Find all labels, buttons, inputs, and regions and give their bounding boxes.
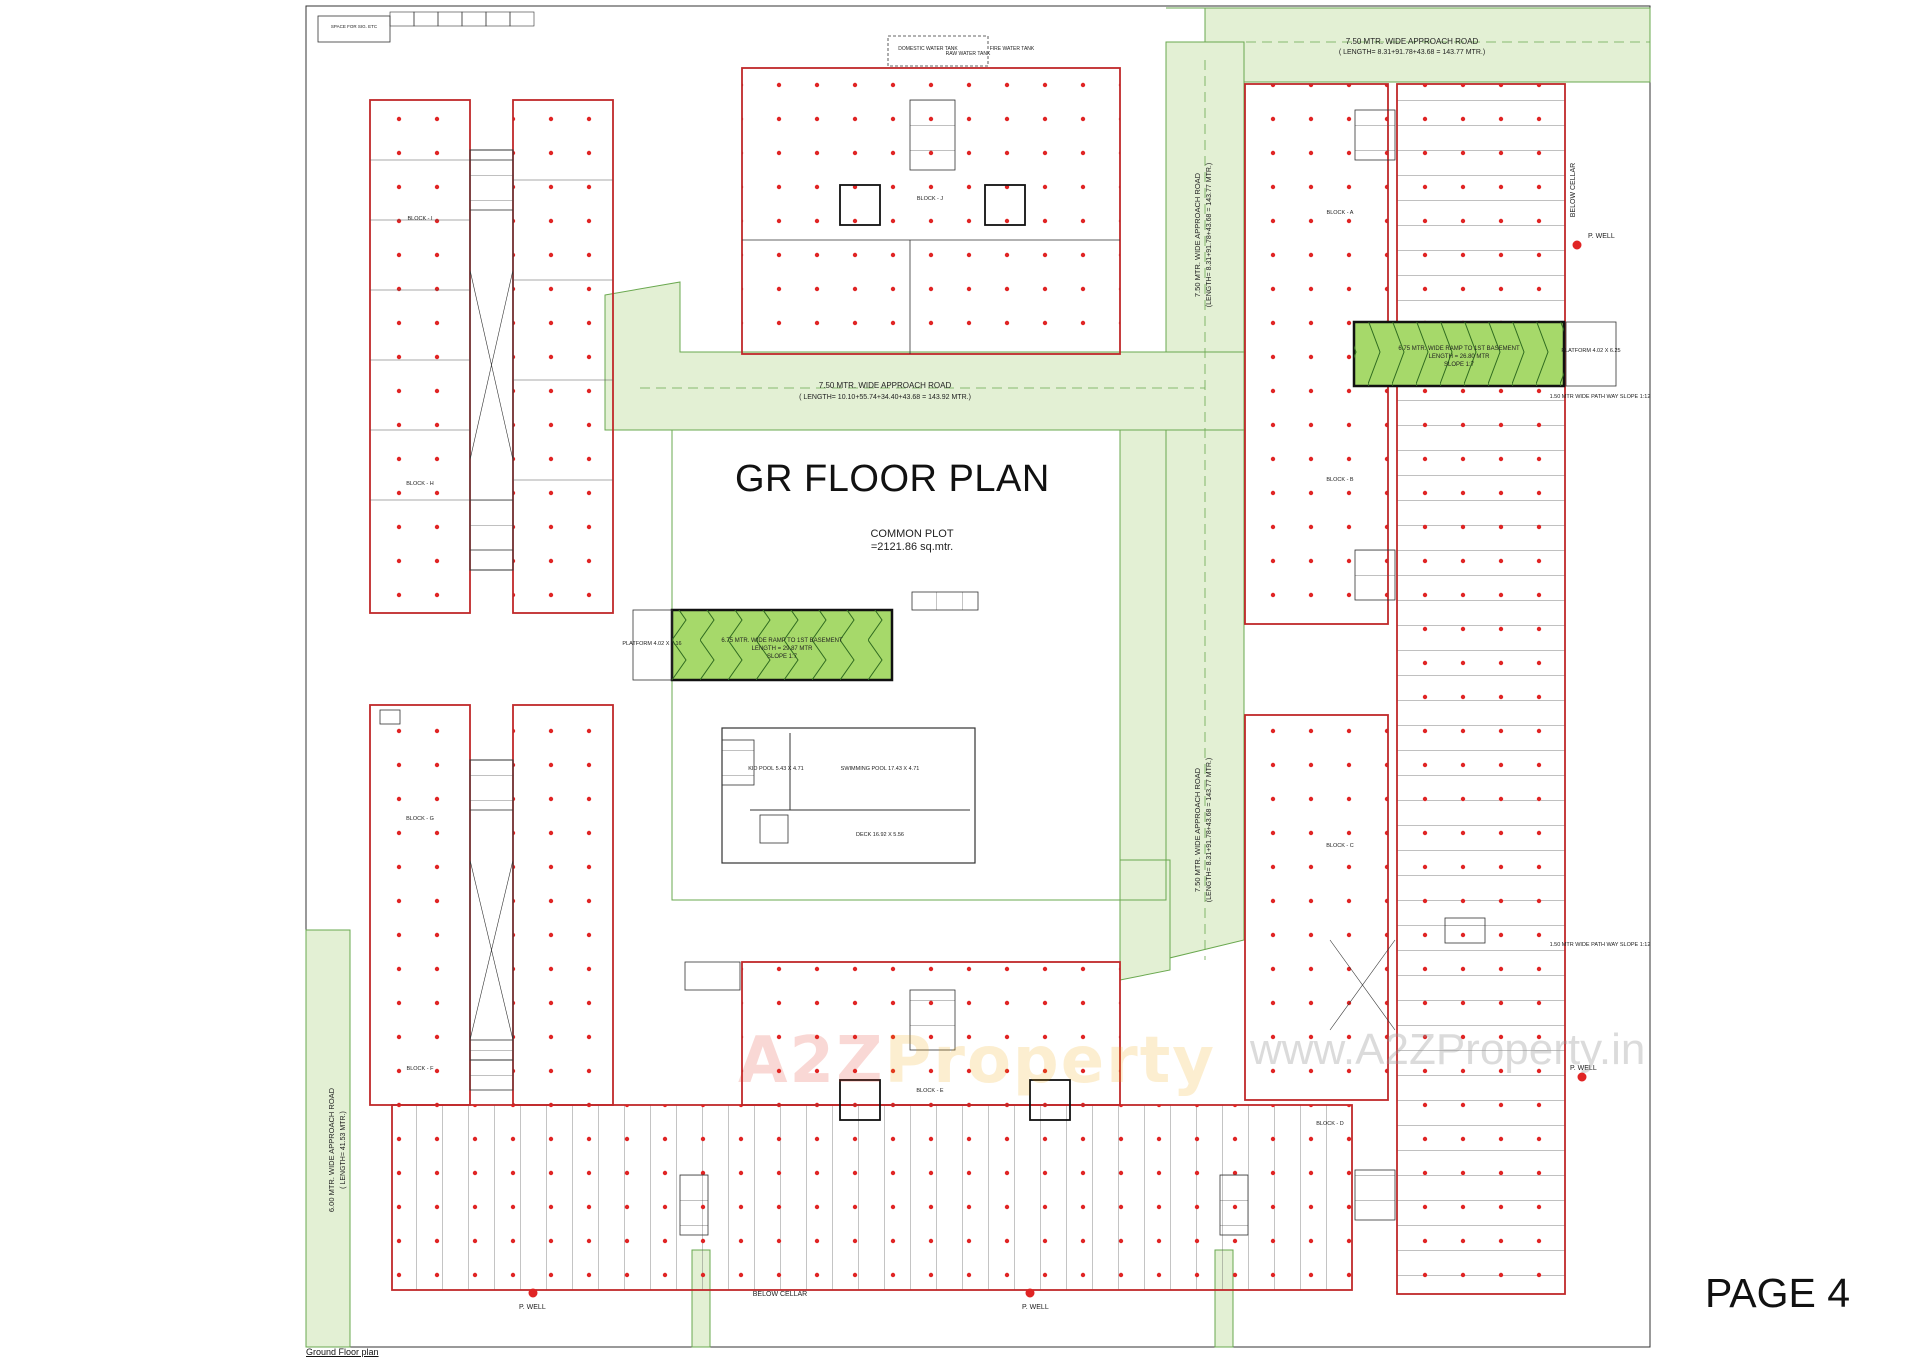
raw-tank-label: RAW WATER TANK (946, 51, 991, 57)
below-cellar-bottom: BELOW CELLAR (753, 1291, 807, 1298)
ramp-center-length: LENGTH = 29.87 MTR (752, 646, 814, 652)
swimming-pool-label: SWIMMING POOL 17.43 X 4.71 (841, 766, 920, 772)
block-bottom-retail (391, 961, 1353, 1291)
block-d-label: BLOCK - D (1316, 1121, 1344, 1127)
platform-right-label: PLATFORM 4.02 X 6.25 (1561, 348, 1620, 354)
road-left-length: ( LENGTH= 41.53 MTR.) (340, 1111, 347, 1189)
common-plot-label: COMMON PLOT =2121.86 sq.mtr. (852, 528, 972, 554)
ramp-center-title: 6.75 MTR. WIDE RAMP TO 1ST BASEMENT (721, 638, 843, 644)
road-dashed-edges (640, 41, 1650, 960)
road-left-name: 6.00 MTR. WIDE APPROACH ROAD (327, 1087, 336, 1212)
block-e-label: BLOCK - E (916, 1088, 944, 1094)
ramp-center (632, 608, 894, 682)
block-j-label: BLOCK - J (917, 196, 944, 202)
block-tower-bottom-left (369, 704, 614, 1106)
block-c-label: BLOCK - C (1326, 843, 1354, 849)
ramp-right-length: LENGTH = 26.80 MTR (1429, 354, 1491, 360)
block-a-label: BLOCK - A (1327, 210, 1354, 216)
ramp-right (1352, 320, 1617, 388)
kid-pool-label: KID POOL 5.43 X 4.71 (748, 766, 803, 772)
platform-center-label: PLATFORM 4.02 X 7.16 (622, 641, 681, 647)
p-well-markers (528, 240, 1587, 1298)
road-right-lower-name: 7.50 MTR. WIDE APPROACH ROAD (1193, 767, 1202, 892)
brand-watermark: A2ZProperty (738, 1024, 1216, 1098)
road-middle-name: 7.50 MTR. WIDE APPROACH ROAD (819, 381, 952, 390)
swimming-pool-block (721, 727, 976, 864)
road-right-upper-name: 7.50 MTR. WIDE APPROACH ROAD (1193, 172, 1202, 297)
p-well-label-bottom-left: P. WELL (519, 1304, 546, 1311)
fire-tank-label: FIRE WATER TANK (990, 46, 1035, 52)
block-right-column (1244, 83, 1566, 1295)
page-number-label: PAGE 4 (1705, 1270, 1851, 1316)
road-top-name: 7.50 MTR. WIDE APPROACH ROAD (1346, 37, 1479, 46)
block-f-label: BLOCK - F (407, 1066, 435, 1072)
p-well-label-bottom-center: P. WELL (1022, 1304, 1049, 1311)
ramp-right-title: 6.75 MTR. WIDE RAMP TO 1ST BASEMENT (1398, 346, 1520, 352)
watermark-url: www.A2ZProperty.in (1250, 1025, 1646, 1074)
pathway-upper-label: 1.50 MTR WIDE PATH WAY SLOPE 1:12 (1550, 394, 1651, 400)
watermark-brand-a: A2Z (738, 1024, 885, 1098)
block-h-label: BLOCK - H (406, 481, 434, 487)
block-b-label: BLOCK - B (1326, 477, 1354, 483)
common-plot-area-value: =2121.86 sq.mtr. (870, 541, 954, 553)
road-middle-length: ( LENGTH= 10.10+55.74+34.40+43.68 = 143.… (799, 394, 971, 401)
block-top-center (741, 35, 1121, 355)
sheet-border (305, 5, 1651, 1348)
road-right-upper-length: (LENGTH= 8.31+91.78+43.68 = 143.77 MTR.) (1206, 163, 1213, 307)
domestic-tank-label: DOMESTIC WATER TANK (898, 46, 958, 52)
p-well-label-right-top: P. WELL (1588, 233, 1615, 240)
road-top-length: ( LENGTH= 8.31+91.78+43.68 = 143.77 MTR.… (1339, 49, 1485, 56)
drawing-title: GR FLOOR PLAN (735, 458, 1050, 500)
space-stamp-label: SPACE FOR SIG. ETC (331, 24, 378, 29)
block-i-label: BLOCK - I (407, 216, 433, 222)
p-well-label-right-bottom: P. WELL (1570, 1065, 1597, 1072)
block-g-label: BLOCK - G (406, 816, 434, 822)
roads (305, 7, 1651, 1348)
road-right-lower-length: (LENGTH= 8.31+91.78+43.68 = 143.77 MTR.) (1206, 758, 1213, 902)
ramp-center-slope: SLOPE 1:7 (767, 654, 798, 660)
watermark-brand-b: Property (884, 1024, 1216, 1098)
below-cellar-right: BELOW CELLAR (1570, 163, 1577, 217)
common-plot-stair (911, 591, 979, 611)
pathway-lower-label: 1.50 MTR WIDE PATH WAY SLOPE 1:12 (1550, 942, 1651, 948)
block-tower-top-left (369, 99, 614, 614)
deck-label: DECK 16.92 X 5.56 (856, 832, 904, 838)
ramp-right-slope: SLOPE 1:7 (1444, 362, 1475, 368)
drawing-caption: Ground Floor plan (306, 1347, 379, 1357)
common-plot-name: COMMON PLOT (870, 528, 954, 540)
